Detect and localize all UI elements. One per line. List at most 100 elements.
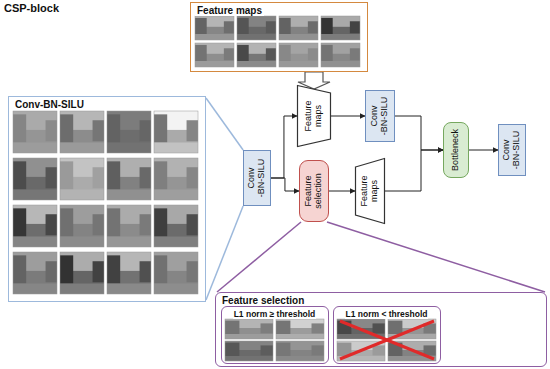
connector <box>206 98 243 150</box>
thumb-frame <box>276 319 324 339</box>
feature-map-thumbnail <box>225 319 273 339</box>
thumb-building <box>46 261 57 282</box>
thumb-ground <box>237 43 276 67</box>
feature-map-thumbnail <box>279 16 318 40</box>
thumb-frame <box>13 111 57 153</box>
thumb-building <box>350 48 360 60</box>
thumb-building <box>140 167 151 188</box>
feature-selection-panel: Feature selectionL1 norm ≥ thresholdL1 n… <box>215 292 547 367</box>
panel-heading: Feature maps <box>195 5 264 16</box>
thumb-ground <box>154 252 198 294</box>
thumb-frame <box>279 43 318 67</box>
label-word: maps <box>313 105 323 127</box>
thumb-ground <box>276 341 324 361</box>
thumb-frame <box>154 158 198 200</box>
thumb-frame <box>107 111 151 153</box>
thumb-building <box>266 21 276 33</box>
thumb-building <box>154 255 167 283</box>
panel-heading: Feature selection <box>220 295 306 306</box>
feature-map-thumbnail <box>107 111 151 153</box>
thumb-building <box>46 167 57 188</box>
thumb-building <box>140 261 151 282</box>
thumb-road <box>107 237 151 248</box>
conv-box: Conv -BN-SILU <box>243 150 271 206</box>
zoom-line <box>206 206 243 300</box>
thumb-road <box>279 61 318 67</box>
feature-map-thumbnail <box>195 16 234 40</box>
thumb-building <box>60 161 73 189</box>
thumb-building <box>93 214 104 235</box>
thumb-building <box>321 18 333 34</box>
feature-map-thumbnail <box>276 319 324 339</box>
thumb-building <box>93 120 104 141</box>
thumb-building <box>140 120 151 141</box>
thumb-frame <box>107 205 151 247</box>
feature-map-thumbnail <box>60 252 104 294</box>
thumb-ground <box>154 205 198 247</box>
thumb-frame <box>60 158 104 200</box>
thumb-building <box>312 345 324 355</box>
conv-box: Conv -BN-SILU <box>498 124 526 176</box>
reject-cross <box>340 321 434 359</box>
connector <box>217 222 301 292</box>
thumb-ground <box>321 43 360 67</box>
thumb-frame <box>237 43 276 67</box>
zoom-line <box>327 222 545 292</box>
label-word: -BN-SILU <box>379 97 389 136</box>
thumb-road <box>60 190 104 201</box>
connector <box>271 116 297 178</box>
label-word: selection <box>313 173 323 209</box>
thumb-road <box>195 34 234 40</box>
thumb-building <box>60 208 73 236</box>
diagram-title: CSP-block <box>4 2 59 14</box>
thumb-frame <box>60 205 104 247</box>
thumb-building <box>195 18 207 34</box>
feature-map-thumbnail <box>13 158 57 200</box>
selection-subpanel: L1 norm < threshold <box>333 306 441 364</box>
thumb-frame <box>13 158 57 200</box>
block-label: Feature maps <box>304 100 324 131</box>
label-word: -BN-SILU <box>511 131 521 170</box>
feature-map-thumbnail <box>107 252 151 294</box>
thumb-building <box>154 208 167 236</box>
thumb-ground <box>107 158 151 200</box>
thumb-ground <box>60 158 104 200</box>
label-word: Feature <box>359 175 369 206</box>
feature-map-thumbnail <box>237 43 276 67</box>
selection-subpanel: L1 norm ≥ threshold <box>221 306 329 364</box>
thumb-ground <box>13 111 57 153</box>
label-word: Feature <box>303 175 313 206</box>
thumb-ground <box>321 16 360 40</box>
thumb-ground <box>107 252 151 294</box>
thumb-building <box>308 48 318 60</box>
thumb-road <box>13 143 57 154</box>
thumb-building <box>46 214 57 235</box>
conv-panel: Conv-BN-SILU <box>8 96 206 302</box>
thumb-frame <box>276 341 324 361</box>
feature-maps-block: Feature maps <box>355 158 385 224</box>
feature-map-thumbnail <box>279 43 318 67</box>
trapezoid-shape <box>356 159 385 224</box>
thumb-road <box>60 237 104 248</box>
thumb-building <box>321 45 333 61</box>
thumb-frame <box>195 43 234 67</box>
thumb-road <box>237 34 276 40</box>
feature-map-thumbnail <box>107 158 151 200</box>
thumb-road <box>107 284 151 295</box>
block-label: Conv -BN-SILU <box>247 159 267 198</box>
feature-map-thumbnail <box>225 341 273 361</box>
thumb-ground <box>13 252 57 294</box>
thumb-building <box>388 321 402 334</box>
thumb-building <box>187 261 198 282</box>
thumb-frame <box>321 43 360 67</box>
label-word: maps <box>369 180 379 202</box>
thumb-ground <box>60 205 104 247</box>
thumb-ground <box>154 111 198 153</box>
thumb-road <box>13 237 57 248</box>
feature-map-thumbnail <box>60 111 104 153</box>
thumb-building <box>187 214 198 235</box>
thumb-building <box>237 45 249 61</box>
feature-map-thumbnail <box>154 158 198 200</box>
thumb-road <box>107 143 151 154</box>
feature-map-thumbnail <box>13 205 57 247</box>
